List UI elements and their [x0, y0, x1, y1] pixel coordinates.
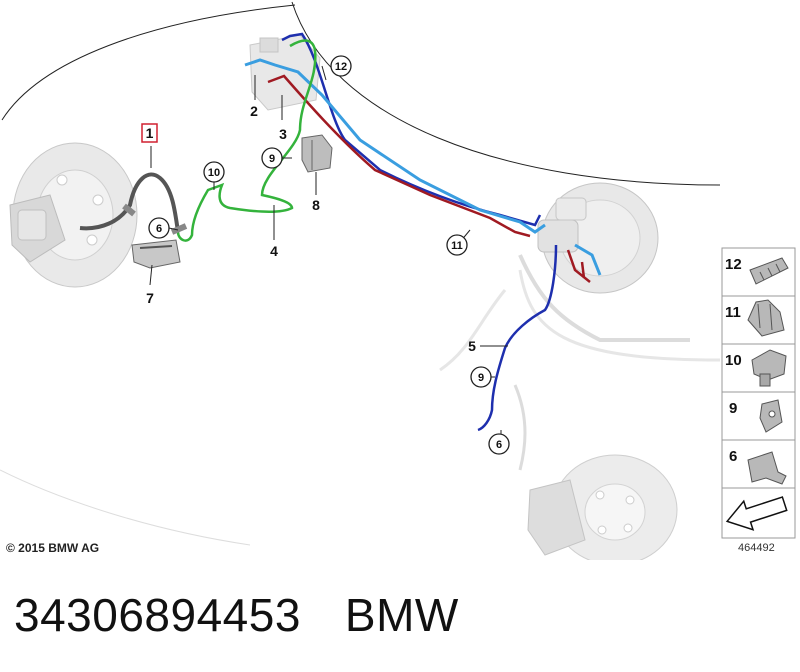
- callout-1[interactable]: 1: [146, 125, 154, 141]
- clip-11-icon[interactable]: [747, 299, 785, 337]
- bracket-7: [131, 239, 181, 269]
- brake-hose: [79, 172, 180, 233]
- parts-legend: 12 11 10 9 6: [721, 247, 796, 539]
- legend-number-12: 12: [725, 256, 742, 273]
- clip-8: [301, 134, 333, 173]
- legend-number-11: 11: [725, 304, 741, 321]
- body-outline-right: [291, 1, 721, 186]
- bracket-6-icon[interactable]: [747, 451, 787, 485]
- callout-4[interactable]: 4: [270, 243, 278, 259]
- copyright-notice: © 2015 BMW AG: [6, 541, 100, 555]
- clip-12-icon[interactable]: [749, 257, 789, 285]
- legend-number-10: 10: [725, 352, 742, 369]
- brake-line-blue: [281, 32, 542, 227]
- callout-12[interactable]: 12: [335, 61, 347, 73]
- callout-6-front[interactable]: 6: [156, 223, 162, 235]
- body-outline-bottom: [0, 469, 251, 546]
- diagram-id: 464492: [738, 542, 775, 554]
- clip-9-icon[interactable]: [759, 399, 783, 433]
- next-page-arrow-icon[interactable]: [723, 489, 789, 536]
- brake-line-green: [176, 39, 317, 242]
- brake-line-light-blue: [244, 58, 602, 276]
- rear-brake-disc: [527, 454, 678, 560]
- front-brake-disc: [9, 142, 138, 288]
- legend-number-9: 9: [729, 400, 737, 417]
- brake-booster: [537, 182, 659, 294]
- clip-10-icon[interactable]: [751, 349, 787, 387]
- callout-5[interactable]: 5: [468, 338, 476, 354]
- brake-line-diagram: 1 2 3 4 5 7 8 12 6 10 9 11 9 6 12 11 10 …: [0, 1, 796, 560]
- footer: 34306894453 BMW: [14, 588, 459, 642]
- callout-8[interactable]: 8: [312, 197, 320, 213]
- callout-2[interactable]: 2: [250, 103, 258, 119]
- callout-1-box: [141, 123, 158, 143]
- legend-number-6: 6: [729, 448, 737, 465]
- callout-10[interactable]: 10: [208, 167, 220, 179]
- brake-line-blue-rear: [477, 244, 558, 432]
- callout-3[interactable]: 3: [279, 126, 287, 142]
- callout-7[interactable]: 7: [146, 290, 154, 306]
- body-outline-left: [1, 4, 296, 121]
- callout-6-rear[interactable]: 6: [496, 439, 502, 451]
- abs-unit: [249, 34, 321, 111]
- callout-9-rear[interactable]: 9: [478, 372, 484, 384]
- brand-name: BMW: [344, 589, 459, 641]
- part-number: 34306894453: [14, 589, 301, 641]
- callout-11[interactable]: 11: [451, 240, 463, 252]
- brake-line-red: [267, 74, 591, 283]
- callout-9-front[interactable]: 9: [269, 153, 275, 165]
